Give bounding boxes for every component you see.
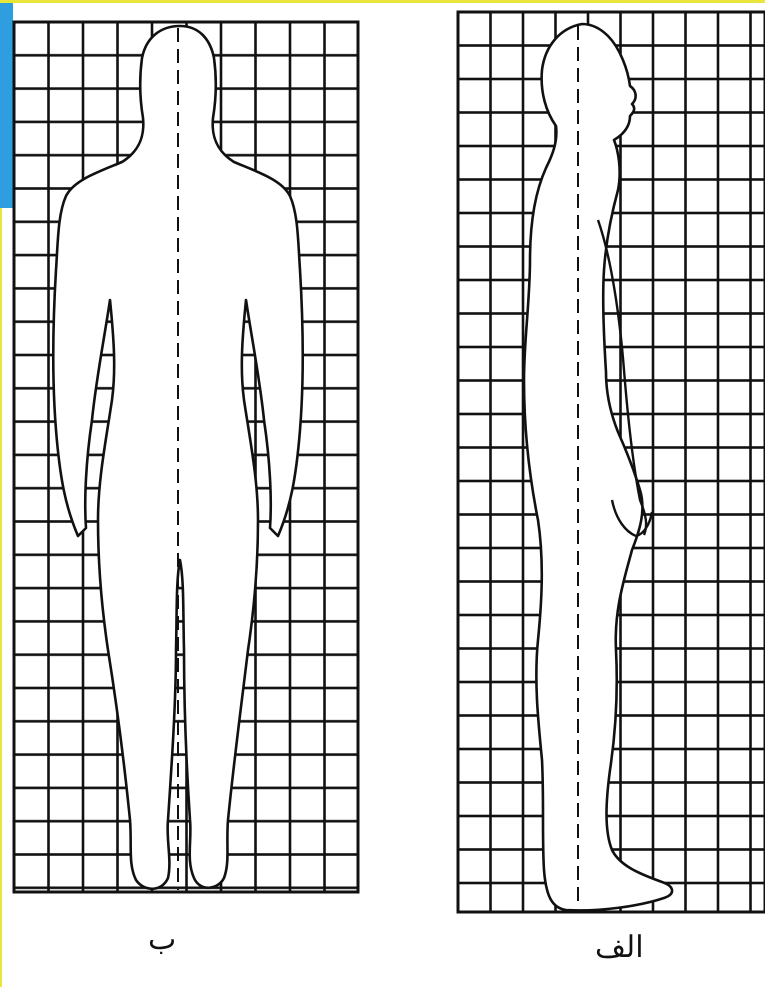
panel-back-view xyxy=(14,22,358,892)
panel-side-view xyxy=(458,12,765,912)
caption-side-view: الف xyxy=(595,930,644,965)
caption-back-view: ب xyxy=(148,922,176,957)
